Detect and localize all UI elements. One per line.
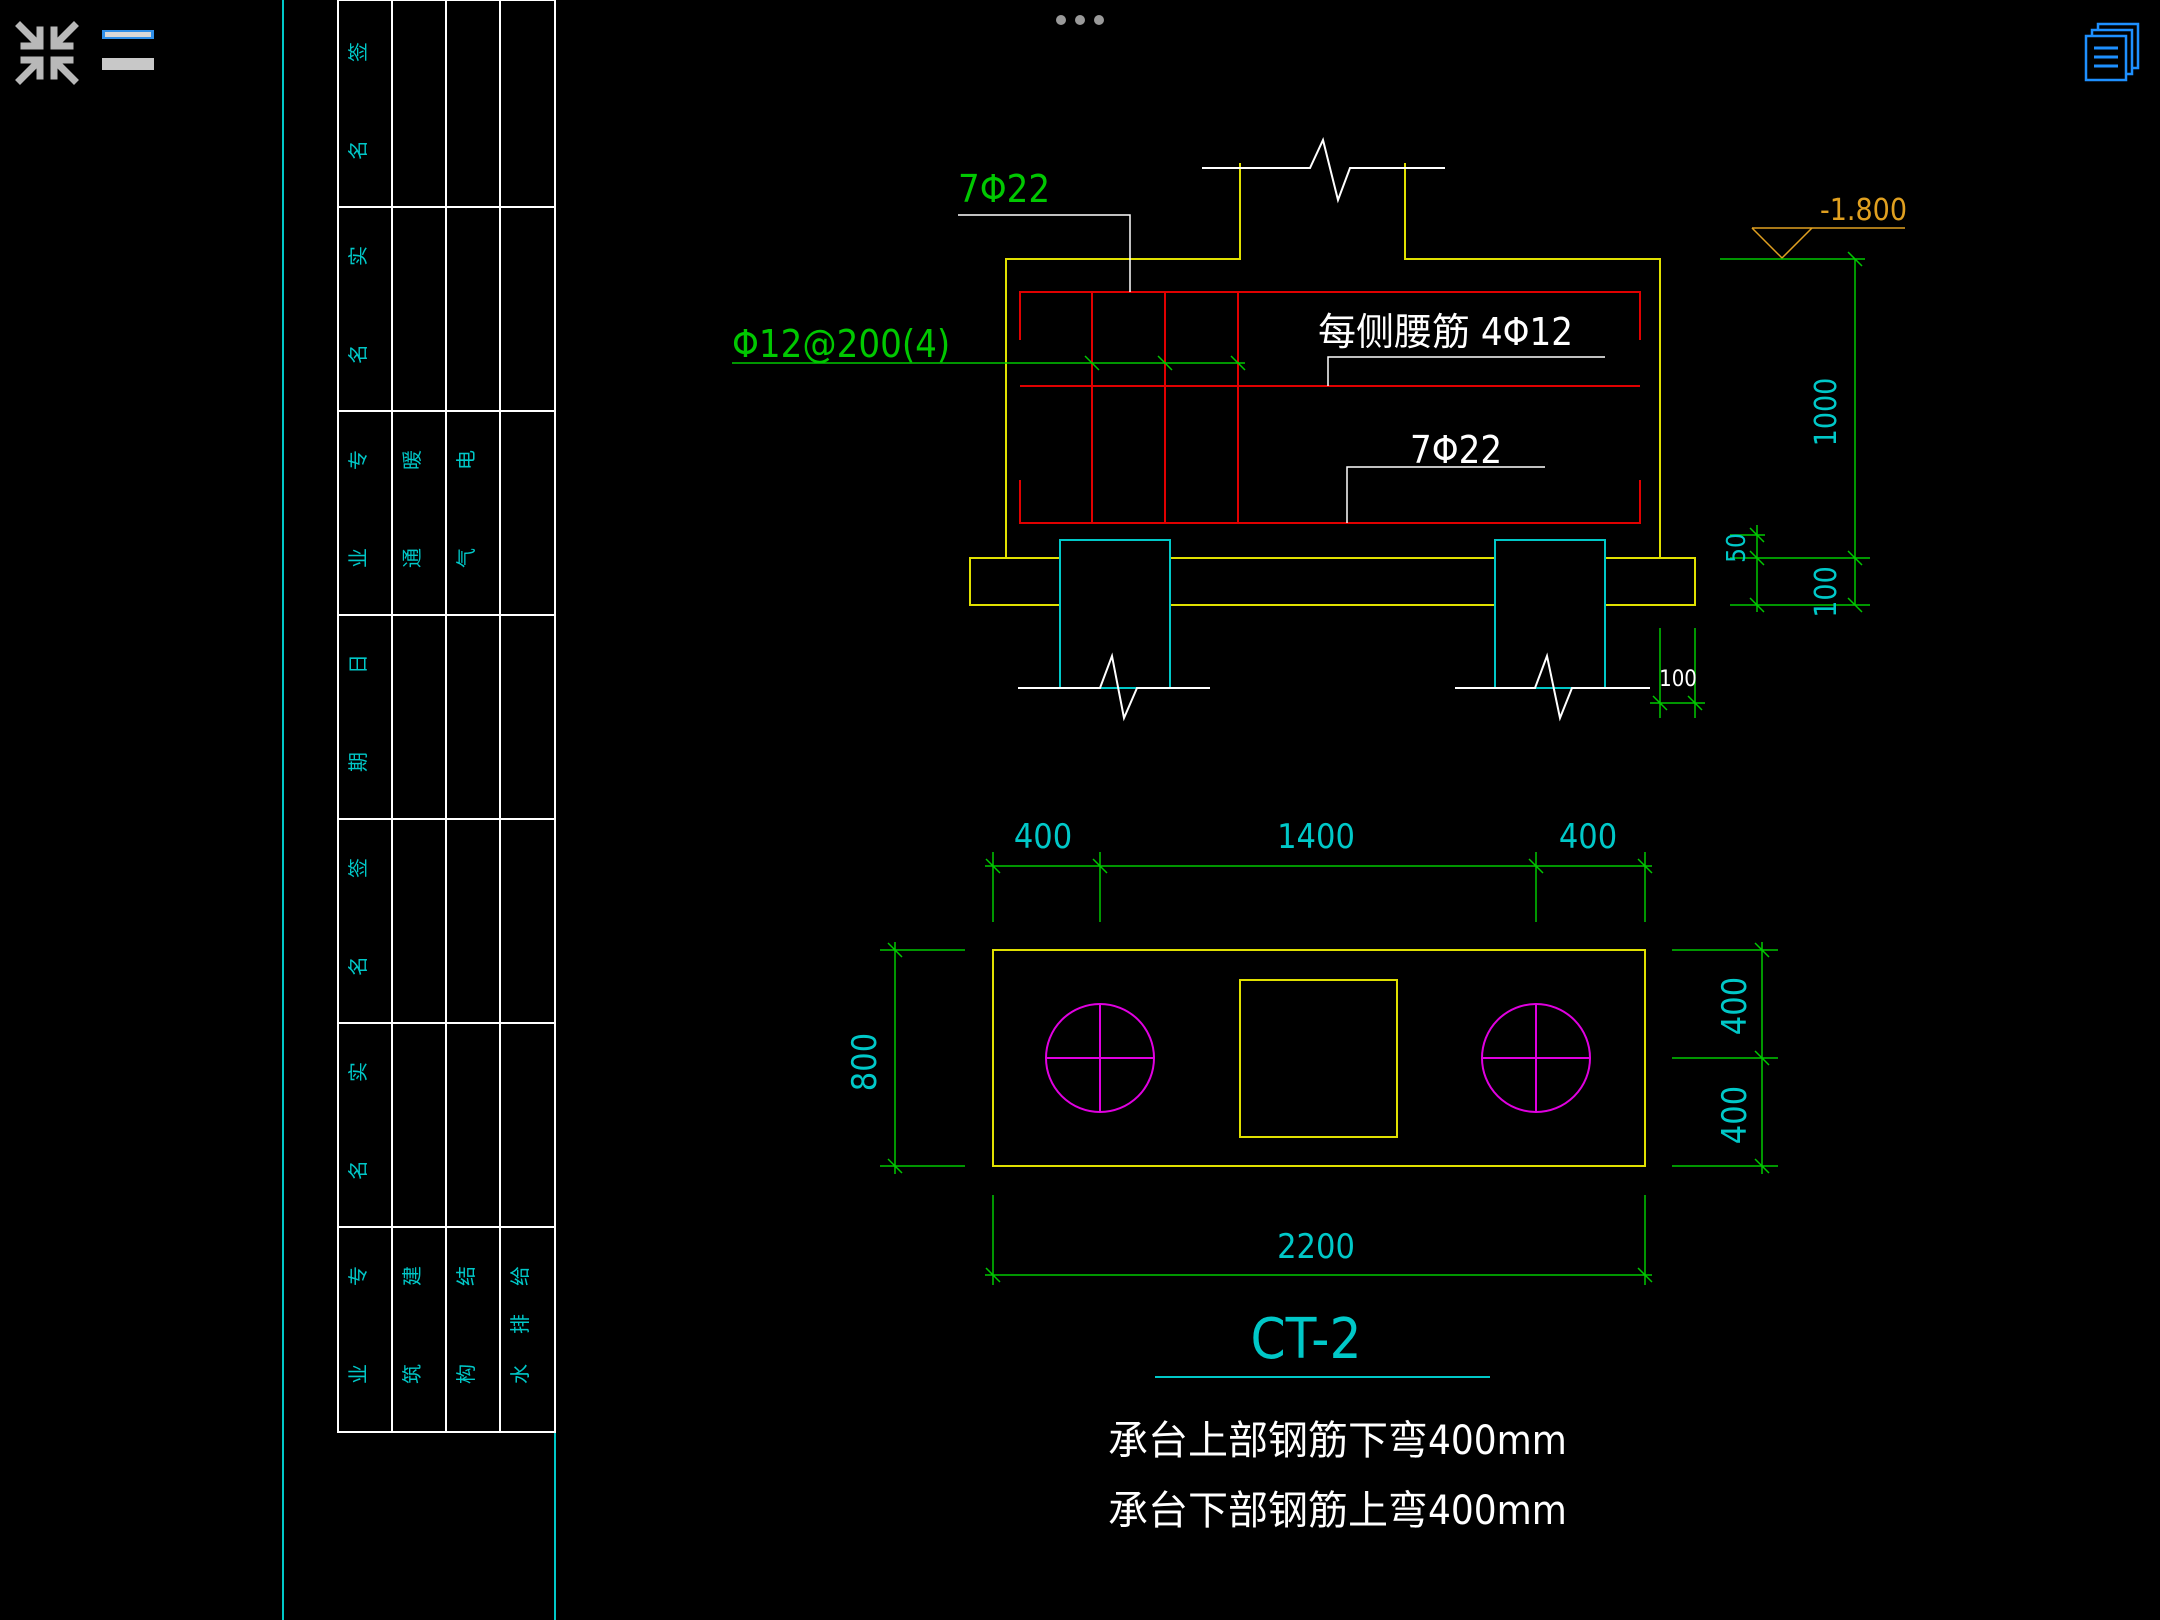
menu-icon [102, 30, 154, 70]
title-block-header-char: 业 [346, 548, 370, 568]
dim-height-1000: 1000 [1809, 378, 1844, 447]
title-block-discipline-char: 暖 [400, 450, 424, 470]
plan-title: CT-2 [1250, 1307, 1361, 1372]
more-options-button[interactable] [1052, 10, 1108, 30]
bottom-rebar-label: 7Φ22 [1410, 428, 1502, 472]
title-block-header-char: 名 [346, 140, 370, 160]
title-block-discipline-char: 结 [454, 1266, 478, 1286]
leader-lines [958, 214, 1605, 523]
title-block-discipline-char: 构 [454, 1364, 478, 1384]
title-block-discipline-char: 建 [400, 1266, 424, 1286]
title-block-discipline-char: 电 [454, 450, 478, 470]
elevation-marker [1751, 227, 1905, 260]
pile-cap-section: 7Φ22 Φ12@200(4) 每侧腰筋 4Φ12 7Φ22 -1.800 [732, 137, 1907, 722]
dim-left-400: 400 [1014, 817, 1072, 857]
rebar-cage [1019, 291, 1641, 524]
dim-50: 50 [1722, 533, 1752, 563]
title-block-discipline-char: 排 [508, 1314, 532, 1334]
collapse-arrows-icon [15, 21, 79, 85]
dim-mid-1400: 1400 [1277, 817, 1355, 857]
cap-plan-outline [992, 949, 1646, 1167]
title-block-discipline-char: 气 [454, 548, 478, 568]
stirrup-leader [732, 355, 1246, 371]
menu-button[interactable] [100, 26, 156, 76]
pile-cap-plan: 400 1400 400 2200 800 400 400 CT-2 承台上部钢… [845, 817, 1778, 1534]
title-block-discipline-char: 给 [508, 1266, 532, 1286]
stirrup-label: Φ12@200(4) [732, 322, 950, 366]
dim-top-400: 400 [1715, 977, 1755, 1035]
layers-list-icon [2084, 22, 2140, 82]
plan-dims [880, 852, 1778, 1285]
cushion-layer [969, 557, 1696, 606]
dim-right-400: 400 [1559, 817, 1617, 857]
title-block-discipline-char: 水 [508, 1364, 532, 1384]
pile-left [1059, 539, 1171, 689]
title-block-header-char: 名 [346, 1160, 370, 1180]
pile-break-line [1018, 652, 1210, 722]
title-block-header-char: 日 [346, 654, 370, 674]
dim-100-vertical: 100 [1809, 566, 1844, 618]
dim-height-800: 800 [845, 1033, 885, 1091]
collapse-button[interactable] [14, 20, 80, 86]
column-plan [1239, 979, 1398, 1138]
layers-button[interactable] [2082, 20, 2146, 84]
title-block-header-char: 实 [346, 246, 370, 266]
dim-100-horizontal: 100 [1659, 667, 1697, 692]
top-rebar-label: 7Φ22 [958, 167, 1050, 211]
title-block-header-char: 期 [346, 752, 370, 772]
pile-right [1494, 539, 1606, 689]
note-line-2: 承台下部钢筋上弯400mm [1108, 1488, 1567, 1534]
title-block-header-char: 签 [346, 858, 370, 878]
dim-bottom-400: 400 [1715, 1086, 1755, 1144]
more-dots-icon [1056, 15, 1104, 25]
title-block-discipline-char: 通 [400, 548, 424, 568]
title-block-header-char: 实 [346, 1062, 370, 1082]
pile-break-line [1455, 652, 1650, 722]
dim-total-2200: 2200 [1277, 1227, 1355, 1267]
title-block-grid [337, 0, 556, 1433]
title-block-header-char: 专 [346, 450, 370, 470]
waist-rebar-label: 每侧腰筋 4Φ12 [1318, 310, 1573, 354]
piles-plan [1045, 1003, 1591, 1113]
section-vertical-dims [1650, 251, 1870, 718]
title-block-header-char: 名 [346, 956, 370, 976]
title-block-discipline-char: 筑 [400, 1364, 424, 1384]
title-block-header-char: 业 [346, 1364, 370, 1384]
column-break-line [1202, 137, 1445, 204]
note-line-1: 承台上部钢筋下弯400mm [1108, 1418, 1567, 1464]
title-block-header-char: 专 [346, 1266, 370, 1286]
title-block-header-char: 签 [346, 42, 370, 62]
title-block-header-char: 名 [346, 344, 370, 364]
elevation-label: -1.800 [1820, 193, 1907, 228]
